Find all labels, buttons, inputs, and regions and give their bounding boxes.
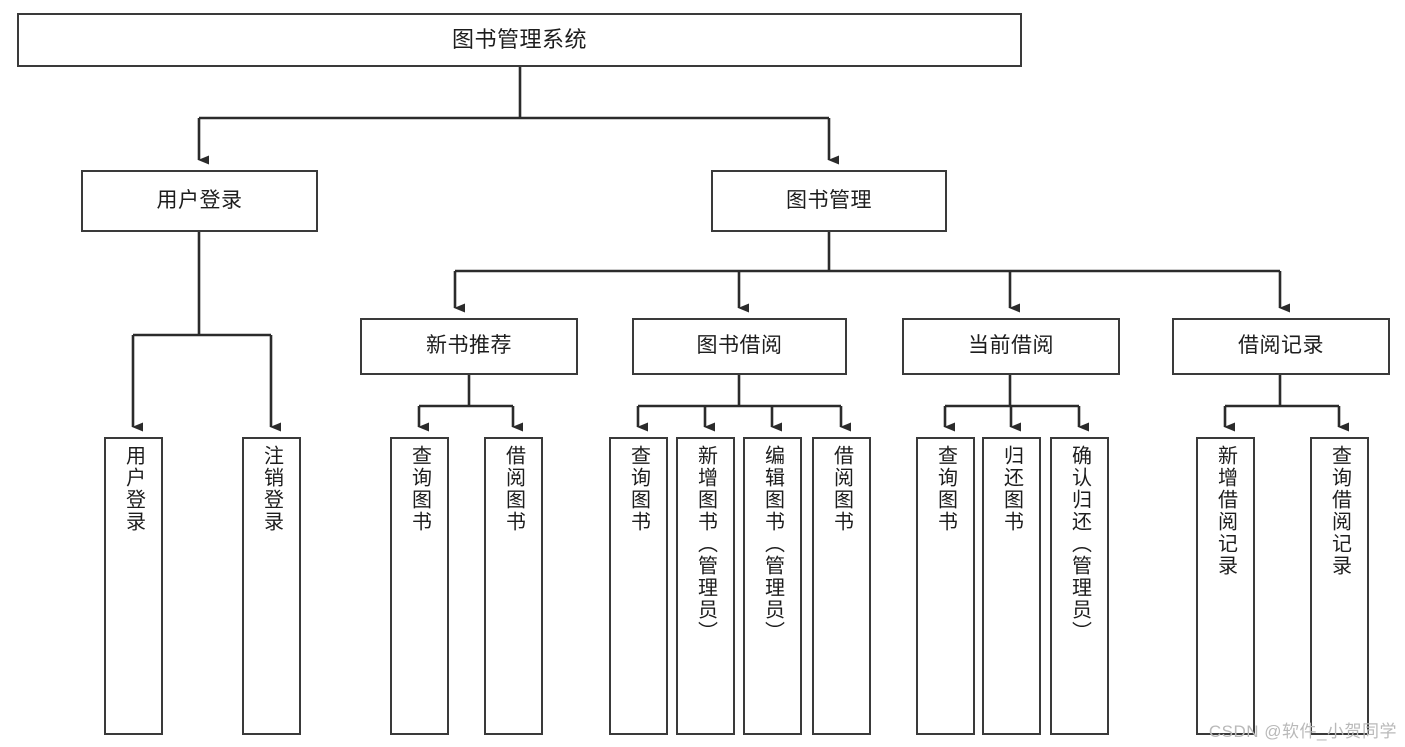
node-label: 新书推荐 [426, 334, 512, 358]
leaf-book-borrow-borrow-book[interactable]: 借阅图书 [812, 437, 871, 735]
node-label: 查询图书 [934, 445, 957, 533]
leaf-new-book-query-book[interactable]: 查询图书 [390, 437, 449, 735]
leaf-borrow-record-add-record[interactable]: 新增借阅记录 [1196, 437, 1255, 735]
node-borrow-record[interactable]: 借阅记录 [1172, 318, 1390, 375]
node-label: 归还图书 [1000, 445, 1023, 533]
leaf-borrow-record-query-record[interactable]: 查询借阅记录 [1310, 437, 1369, 735]
leaf-new-book-borrow-book[interactable]: 借阅图书 [484, 437, 543, 735]
node-label: 查询借阅记录 [1328, 445, 1351, 577]
leaf-user-login-logout[interactable]: 注销登录 [242, 437, 301, 735]
node-label: 用户登录 [122, 445, 145, 533]
node-label: 查询图书 [408, 445, 431, 533]
node-label: 查询图书 [627, 445, 650, 533]
node-root-system[interactable]: 图书管理系统 [17, 13, 1022, 67]
node-label: 借阅记录 [1238, 334, 1324, 358]
leaf-current-borrow-confirm-return-admin[interactable]: 确认归还（管理员） [1050, 437, 1109, 735]
node-label: 当前借阅 [968, 334, 1054, 358]
node-label: 借阅图书 [830, 445, 853, 533]
node-label: 新增借阅记录 [1214, 445, 1237, 577]
leaf-user-login-login[interactable]: 用户登录 [104, 437, 163, 735]
node-label: 注销登录 [260, 445, 283, 533]
node-label: 确认归还（管理员） [1068, 445, 1091, 643]
leaf-book-borrow-query-book[interactable]: 查询图书 [609, 437, 668, 735]
node-label: 新增图书（管理员） [694, 445, 717, 643]
node-label: 图书借阅 [696, 334, 783, 358]
node-label: 借阅图书 [502, 445, 525, 533]
node-book-management[interactable]: 图书管理 [711, 170, 947, 232]
node-user-login[interactable]: 用户登录 [81, 170, 318, 232]
leaf-book-borrow-add-book-admin[interactable]: 新增图书（管理员） [676, 437, 735, 735]
node-book-borrow[interactable]: 图书借阅 [632, 318, 847, 375]
leaf-current-borrow-return-book[interactable]: 归还图书 [982, 437, 1041, 735]
node-label: 图书管理系统 [451, 27, 587, 53]
node-current-borrow[interactable]: 当前借阅 [902, 318, 1120, 375]
node-label: 编辑图书（管理员） [761, 445, 784, 643]
node-label: 图书管理 [786, 188, 872, 212]
leaf-current-borrow-query-book[interactable]: 查询图书 [916, 437, 975, 735]
node-new-book-recommend[interactable]: 新书推荐 [360, 318, 578, 375]
watermark-text: CSDN @软件_小贺同学 [1208, 722, 1397, 741]
leaf-book-borrow-edit-book-admin[interactable]: 编辑图书（管理员） [743, 437, 802, 735]
node-label: 用户登录 [156, 188, 243, 212]
